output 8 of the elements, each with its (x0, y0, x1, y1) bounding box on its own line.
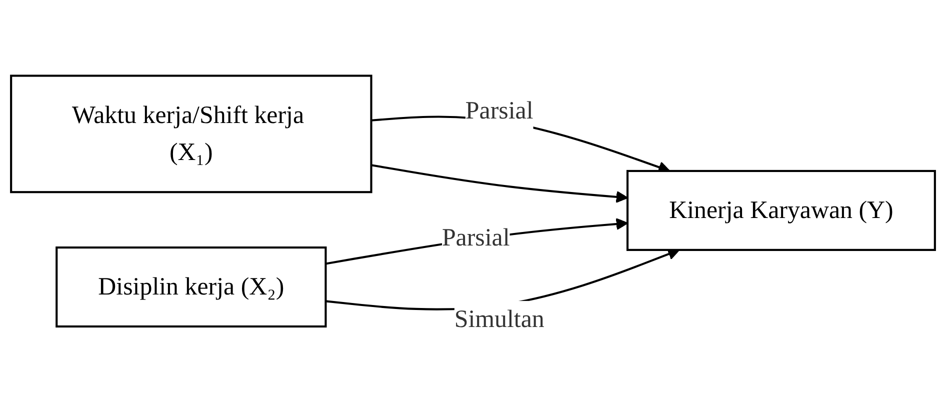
node-box: Disiplin kerja (X₂) (56, 246, 327, 328)
node-box: Kinerja Karyawan (Y) (626, 170, 936, 251)
edge-label: Parsial (465, 96, 534, 124)
node-box: Waktu kerja/Shift kerja (X₁) (10, 74, 372, 194)
edge-label: Simultan (454, 305, 544, 333)
edge-label: Parsial (442, 223, 510, 251)
arrow (326, 218, 628, 265)
arrow (371, 164, 628, 203)
